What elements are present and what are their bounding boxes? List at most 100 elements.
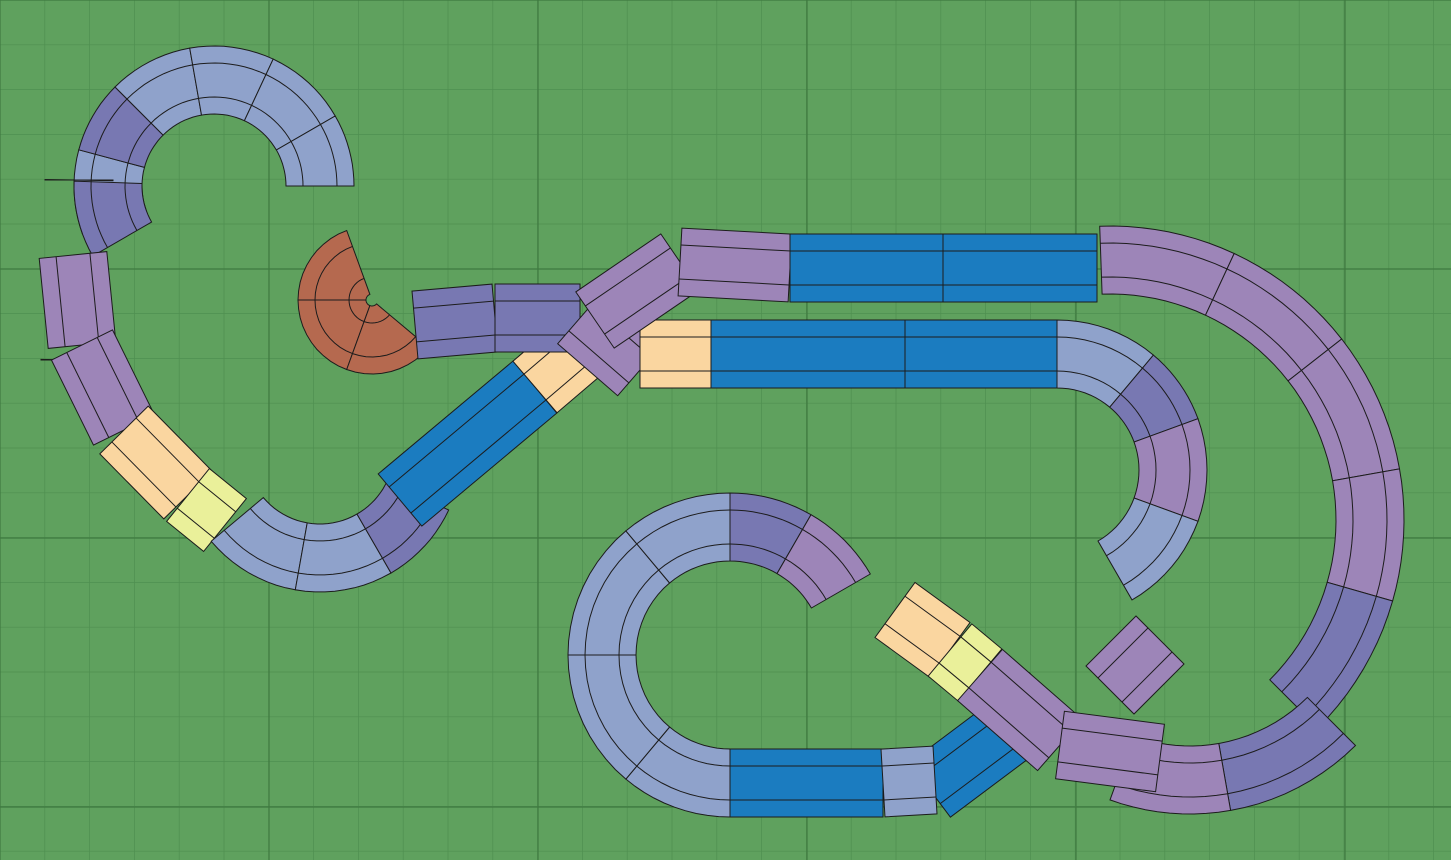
- lane-line: [388, 373, 525, 488]
- lane-line: [802, 528, 857, 583]
- lane-line: [251, 104, 292, 142]
- track-piece-curve-r4: [1326, 468, 1405, 602]
- lane-line: [1057, 761, 1158, 776]
- lane-line: [127, 122, 152, 164]
- lane-line: [66, 352, 110, 438]
- lane-line: [314, 299, 353, 355]
- lane-line: [150, 97, 199, 124]
- track-piece-curve-r3: [44, 178, 114, 182]
- track-piece-straight-short: [639, 319, 712, 389]
- track-piece-curve-r3: [411, 283, 499, 360]
- lane-line: [55, 256, 66, 347]
- track-piece-curve-r4: [575, 233, 700, 349]
- lane-line: [304, 528, 366, 542]
- lane-line: [585, 247, 671, 307]
- lane-line: [884, 623, 941, 665]
- lane-line: [111, 441, 177, 508]
- lane-line: [1121, 651, 1173, 703]
- track-piece-straight: [729, 748, 884, 818]
- lane-line: [249, 508, 305, 541]
- lane-line: [1100, 242, 1228, 270]
- track-piece-curve-r3: [1218, 696, 1357, 811]
- lane-line: [636, 765, 731, 801]
- lane-line: [1221, 709, 1320, 761]
- lane-line: [352, 336, 417, 358]
- lane-line: [413, 300, 494, 309]
- track-piece-curve-r4: [1085, 615, 1185, 715]
- track-piece-lap-counter: [165, 467, 248, 553]
- lane-line: [618, 654, 660, 741]
- lane-line: [89, 253, 100, 344]
- lane-line: [1227, 733, 1344, 795]
- lane-line: [584, 654, 638, 767]
- lane-line: [1097, 627, 1149, 679]
- track-piece-straight: [789, 233, 944, 303]
- lane-line: [1120, 393, 1151, 437]
- lane-line: [1226, 268, 1329, 350]
- lane-line: [198, 481, 237, 513]
- lane-line: [223, 529, 299, 574]
- track-piece-curve-r1: [297, 299, 371, 371]
- lane-line: [785, 558, 827, 600]
- lane-line: [960, 636, 992, 663]
- lane-line: [348, 299, 365, 323]
- lane-line: [290, 141, 304, 187]
- track-piece-curve-r2: [880, 745, 938, 818]
- track-pieces: [38, 45, 1405, 818]
- track-piece-lap-counter: [927, 623, 1003, 702]
- lane-line: [90, 181, 108, 248]
- track-piece-straight: [942, 233, 1098, 303]
- track-piece-straight: [377, 360, 558, 527]
- lane-line: [1343, 477, 1354, 588]
- lane-line: [1375, 471, 1388, 597]
- track-piece-curve-r4: [1055, 710, 1165, 793]
- lane-line: [198, 96, 252, 106]
- track-piece-curve-r2: [1097, 497, 1199, 601]
- lane-line: [94, 98, 128, 155]
- lane-line: [1301, 370, 1350, 478]
- track-piece-curve-r2: [210, 496, 308, 591]
- lane-line: [881, 762, 935, 767]
- lane-line: [1142, 367, 1183, 425]
- lane-line: [990, 661, 1072, 733]
- lane-line: [679, 278, 790, 286]
- track-piece-curve-r3: [73, 180, 153, 257]
- lane-line: [410, 399, 547, 514]
- lane-line: [1181, 424, 1191, 516]
- lane-line: [96, 337, 140, 423]
- lane-line: [938, 662, 970, 689]
- lane-line: [135, 417, 201, 484]
- lane-line: [1149, 435, 1157, 505]
- lane-line: [883, 796, 937, 801]
- lane-line: [1106, 503, 1151, 557]
- lane-line: [176, 507, 215, 539]
- lane-line: [658, 739, 731, 767]
- lane-line: [618, 569, 660, 656]
- lane-line: [1056, 336, 1143, 369]
- lane-line: [1101, 276, 1213, 301]
- lane-line: [604, 275, 690, 335]
- lane-line: [636, 509, 731, 545]
- lane-line: [363, 314, 390, 324]
- lane-line: [729, 509, 803, 530]
- track-piece-straight: [904, 319, 1058, 389]
- lane-line: [568, 330, 630, 384]
- lane-line: [124, 182, 138, 231]
- lane-line: [968, 687, 1050, 759]
- lane-line: [1212, 299, 1302, 371]
- lane-line: [584, 543, 638, 656]
- lane-line: [126, 64, 193, 100]
- lane-line: [1123, 515, 1183, 586]
- lane-line: [314, 245, 353, 301]
- lane-line: [729, 543, 786, 560]
- lane-line: [1062, 727, 1163, 742]
- lane-line: [298, 557, 383, 576]
- track-piece-straight: [710, 319, 906, 389]
- lane-line: [265, 74, 321, 125]
- lane-line: [1305, 596, 1377, 717]
- track-piece-curve-r3: [1269, 581, 1394, 729]
- lane-line: [1327, 349, 1384, 472]
- track-piece-curve-r1: [297, 229, 371, 301]
